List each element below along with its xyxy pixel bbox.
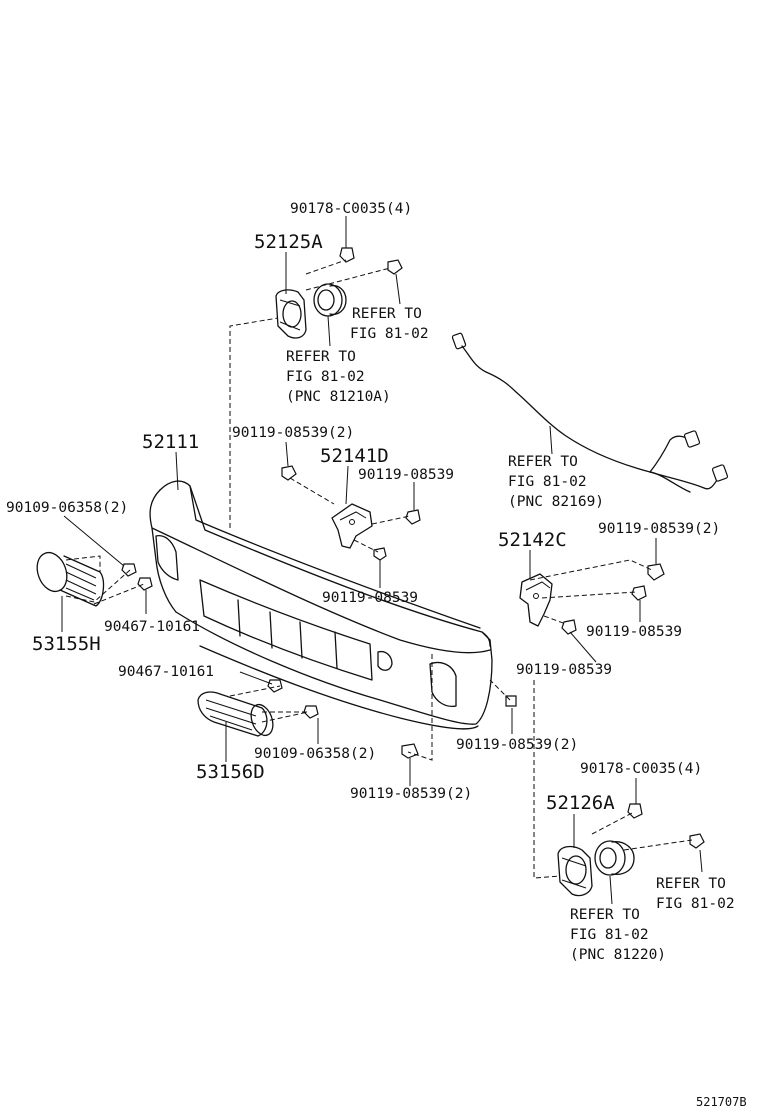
label-90119-2-right: 90119-08539(2) bbox=[598, 521, 720, 537]
label-refer-c1: REFER TO bbox=[508, 454, 578, 470]
figure-code: 521707B bbox=[696, 1095, 747, 1109]
part-labels: 90178-C0035(4) 52125A REFER TO FIG 81-02… bbox=[6, 201, 747, 1109]
label-refer-d2: FIG 81-02 bbox=[656, 896, 735, 912]
label-refer-e3: (PNC 81220) bbox=[570, 947, 666, 963]
label-90467-b: 90467-10161 bbox=[118, 664, 214, 680]
bumper-grille-left bbox=[36, 551, 105, 607]
label-53155H: 53155H bbox=[32, 633, 101, 655]
label-52126A: 52126A bbox=[546, 792, 615, 814]
label-90119-mid: 90119-08539 bbox=[516, 662, 612, 678]
label-53156D: 53156D bbox=[196, 761, 265, 783]
label-refer-b2: FIG 81-02 bbox=[286, 369, 365, 385]
label-52125A: 52125A bbox=[254, 231, 323, 253]
label-refer-d1: REFER TO bbox=[656, 876, 726, 892]
label-90467-a: 90467-10161 bbox=[104, 619, 200, 635]
fog-lamp-bracket-lower bbox=[557, 840, 635, 897]
bumper-grille-lower bbox=[197, 691, 274, 737]
label-90119-center: 90119-08539 bbox=[322, 590, 418, 606]
label-refer-a1: REFER TO bbox=[352, 306, 422, 322]
label-refer-a2: FIG 81-02 bbox=[350, 326, 429, 342]
label-52111: 52111 bbox=[142, 431, 199, 453]
label-90119-right: 90119-08539 bbox=[586, 624, 682, 640]
wire-harness bbox=[451, 332, 729, 493]
label-refer-c3: (PNC 82169) bbox=[508, 494, 604, 510]
label-90109-left: 90109-06358(2) bbox=[6, 500, 128, 516]
label-90119-2-mid: 90119-08539(2) bbox=[456, 737, 578, 753]
label-90119-2-bottom: 90119-08539(2) bbox=[350, 786, 472, 802]
assembly-lines bbox=[65, 259, 693, 879]
label-refer-c2: FIG 81-02 bbox=[508, 474, 587, 490]
label-90178-top: 90178-C0035(4) bbox=[290, 201, 412, 217]
bumper-cover bbox=[149, 480, 493, 730]
label-refer-b1: REFER TO bbox=[286, 349, 356, 365]
label-90109-bottom: 90109-06358(2) bbox=[254, 746, 376, 762]
label-90178-bottom: 90178-C0035(4) bbox=[580, 761, 702, 777]
label-refer-e2: FIG 81-02 bbox=[570, 927, 649, 943]
label-90119-b: 90119-08539 bbox=[358, 467, 454, 483]
label-refer-b3: (PNC 81210A) bbox=[286, 389, 391, 405]
label-52142C: 52142C bbox=[498, 529, 567, 551]
label-90119-2-a: 90119-08539(2) bbox=[232, 425, 354, 441]
label-refer-e1: REFER TO bbox=[570, 907, 640, 923]
bumper-bracket-right bbox=[519, 573, 553, 627]
bumper-bracket-center bbox=[331, 503, 373, 549]
leader-lines bbox=[61, 216, 703, 905]
label-52141D: 52141D bbox=[320, 445, 389, 467]
